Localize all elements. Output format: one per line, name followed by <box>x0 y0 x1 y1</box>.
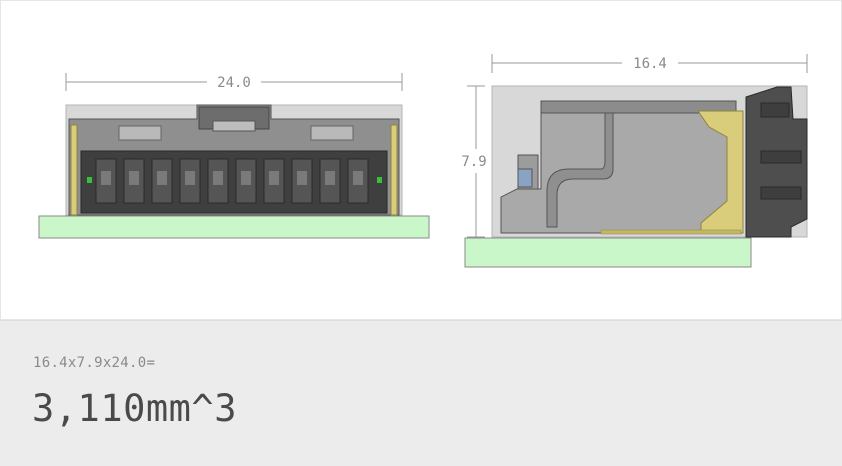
side-pcb <box>464 237 752 268</box>
front-view: 24.0 <box>38 73 430 239</box>
height-label: 7.9 <box>461 154 486 170</box>
calculation-panel: 16.4x7.9x24.0= 3,110mm^3 <box>0 320 842 466</box>
side-view: 16.4 7.9 <box>461 54 808 268</box>
depth-label: 16.4 <box>633 56 667 72</box>
height-dimension: 7.9 <box>461 85 487 238</box>
volume-result: 3,110mm^3 <box>32 387 237 430</box>
connector-drawing: 24.0 <box>38 54 808 268</box>
left-green-marker <box>87 177 92 183</box>
width-dimension: 24.0 <box>65 73 403 91</box>
left-gold-pin <box>70 124 78 216</box>
depth-dimension: 16.4 <box>491 54 808 73</box>
volume-formula: 16.4x7.9x24.0= <box>33 355 156 371</box>
side-gold-contact <box>697 110 744 234</box>
right-gold-pin <box>390 124 398 216</box>
drawing-panel: 24.0 <box>0 0 842 320</box>
right-green-marker <box>377 177 382 183</box>
front-pcb <box>38 215 430 239</box>
front-contact-slots <box>95 158 369 204</box>
side-window <box>517 168 533 188</box>
side-channel <box>546 112 614 228</box>
width-label: 24.0 <box>217 75 251 91</box>
